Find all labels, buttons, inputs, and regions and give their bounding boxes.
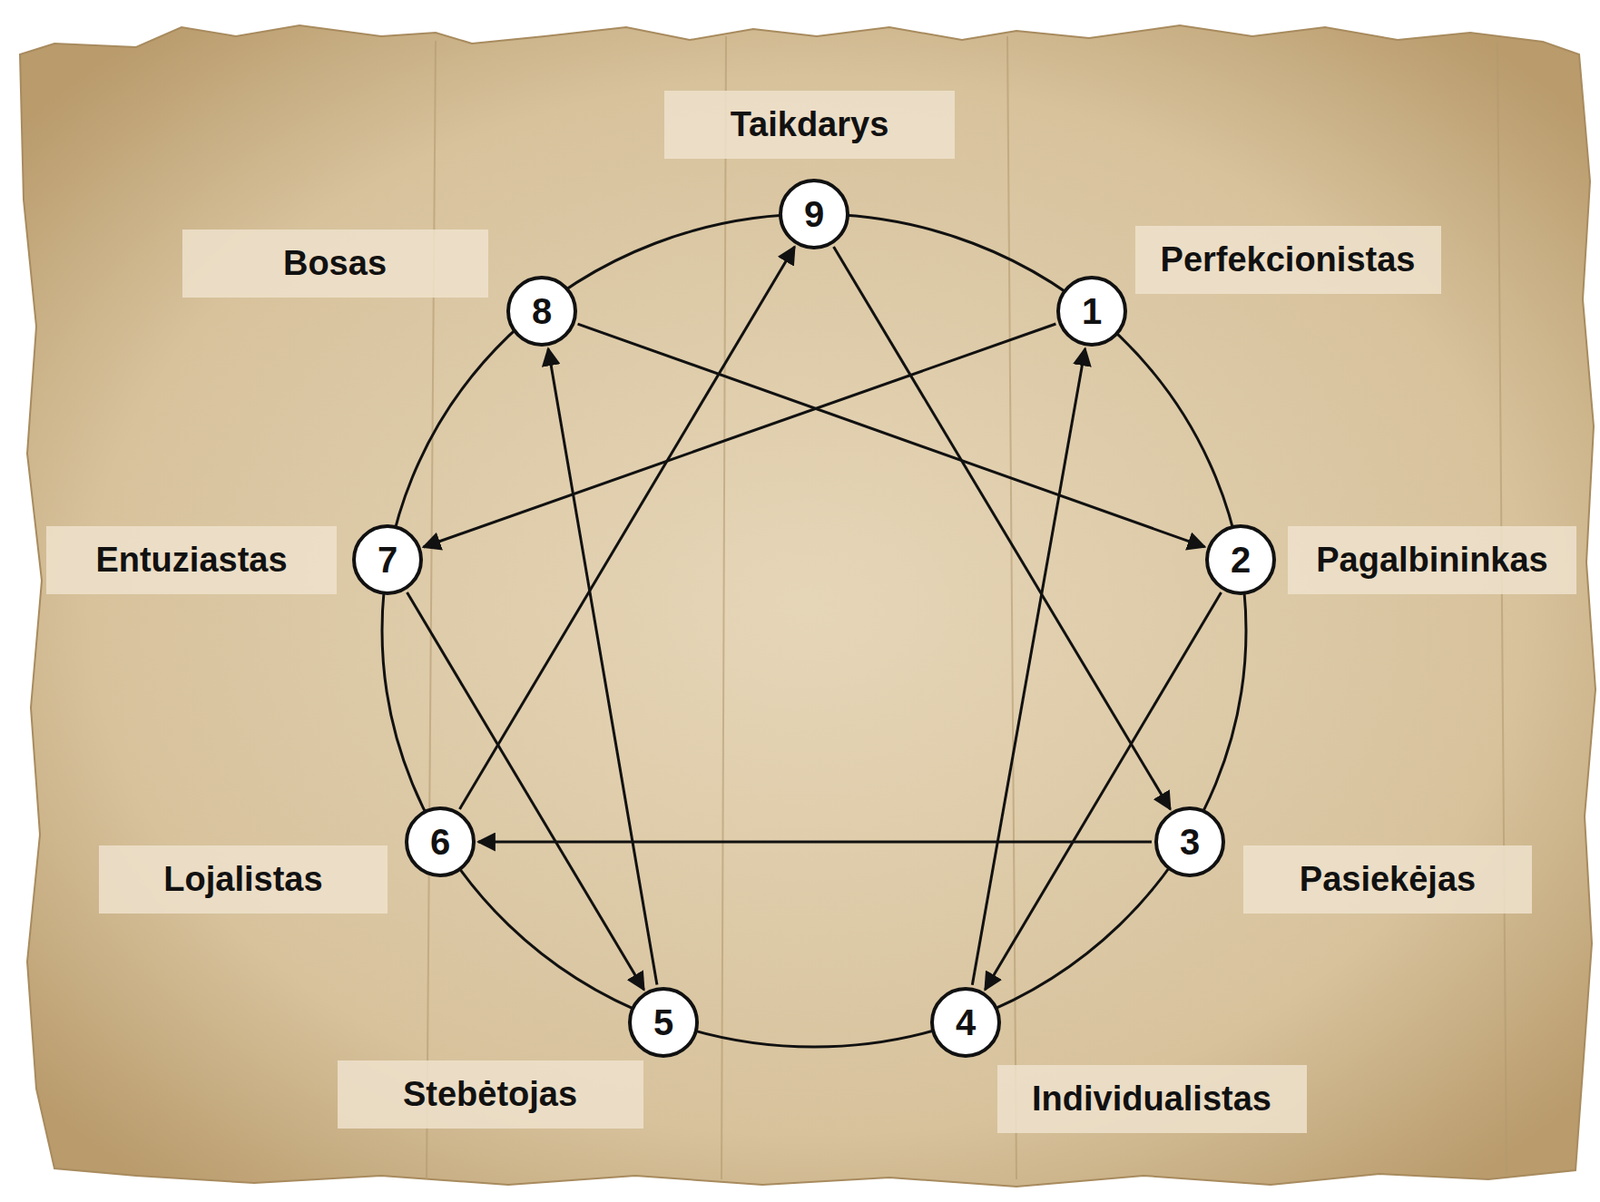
direction-arrow (834, 246, 1171, 810)
direction-arrow (478, 841, 1152, 845)
type-number: 4 (955, 1004, 976, 1041)
type-circle: 2 (1204, 523, 1277, 597)
type-name-label: Lojalistas (98, 845, 388, 914)
type-name: Stebėtojas (402, 1075, 578, 1115)
type-number: 8 (531, 293, 552, 330)
type-name: Individualistas (1031, 1079, 1272, 1120)
type-circle: 5 (627, 986, 700, 1060)
type-name: Pagalbininkas (1315, 540, 1549, 580)
type-number: 2 (1230, 541, 1251, 579)
paper-folds (426, 36, 1507, 1180)
type-number: 6 (430, 824, 451, 861)
direction-arrow (459, 246, 795, 810)
type-name: Taikdarys (730, 105, 890, 145)
type-number: 7 (377, 541, 398, 579)
type-name: Entuziastas (95, 540, 287, 580)
type-name-label: Taikdarys (664, 90, 955, 159)
type-number: 3 (1179, 824, 1200, 861)
direction-arrow (971, 348, 1085, 985)
type-name: Perfekcionistas (1160, 240, 1416, 280)
type-circle: 1 (1055, 274, 1129, 348)
type-name-label: Bosas (182, 229, 489, 298)
type-name-label: Entuziastas (46, 526, 337, 595)
type-circle: 4 (929, 986, 1002, 1060)
type-name-label: Perfekcionistas (1135, 225, 1442, 295)
direction-arrow (423, 323, 1057, 548)
direction-arrow (984, 592, 1221, 991)
type-circle: 8 (505, 274, 579, 348)
direction-arrow (407, 592, 645, 991)
type-circle: 6 (403, 805, 477, 879)
type-circle: 9 (777, 177, 851, 251)
type-name-label: Individualistas (997, 1065, 1307, 1134)
type-circle: 7 (351, 523, 424, 597)
parchment-sheet (19, 25, 1596, 1188)
type-name-label: Stebėtojas (337, 1060, 644, 1129)
enneagram-circle (382, 214, 1247, 1048)
type-name-label: Pagalbininkas (1287, 526, 1577, 595)
type-number: 9 (804, 196, 825, 233)
type-name: Pasiekėjas (1299, 860, 1476, 900)
direction-arrow (578, 323, 1206, 548)
type-name: Lojalistas (163, 860, 323, 900)
type-name-label: Pasiekėjas (1243, 845, 1532, 914)
type-circle: 3 (1153, 805, 1227, 879)
direction-arrow (548, 348, 658, 985)
type-number: 1 (1081, 293, 1102, 330)
type-number: 5 (653, 1004, 674, 1041)
type-name: Bosas (283, 244, 387, 284)
